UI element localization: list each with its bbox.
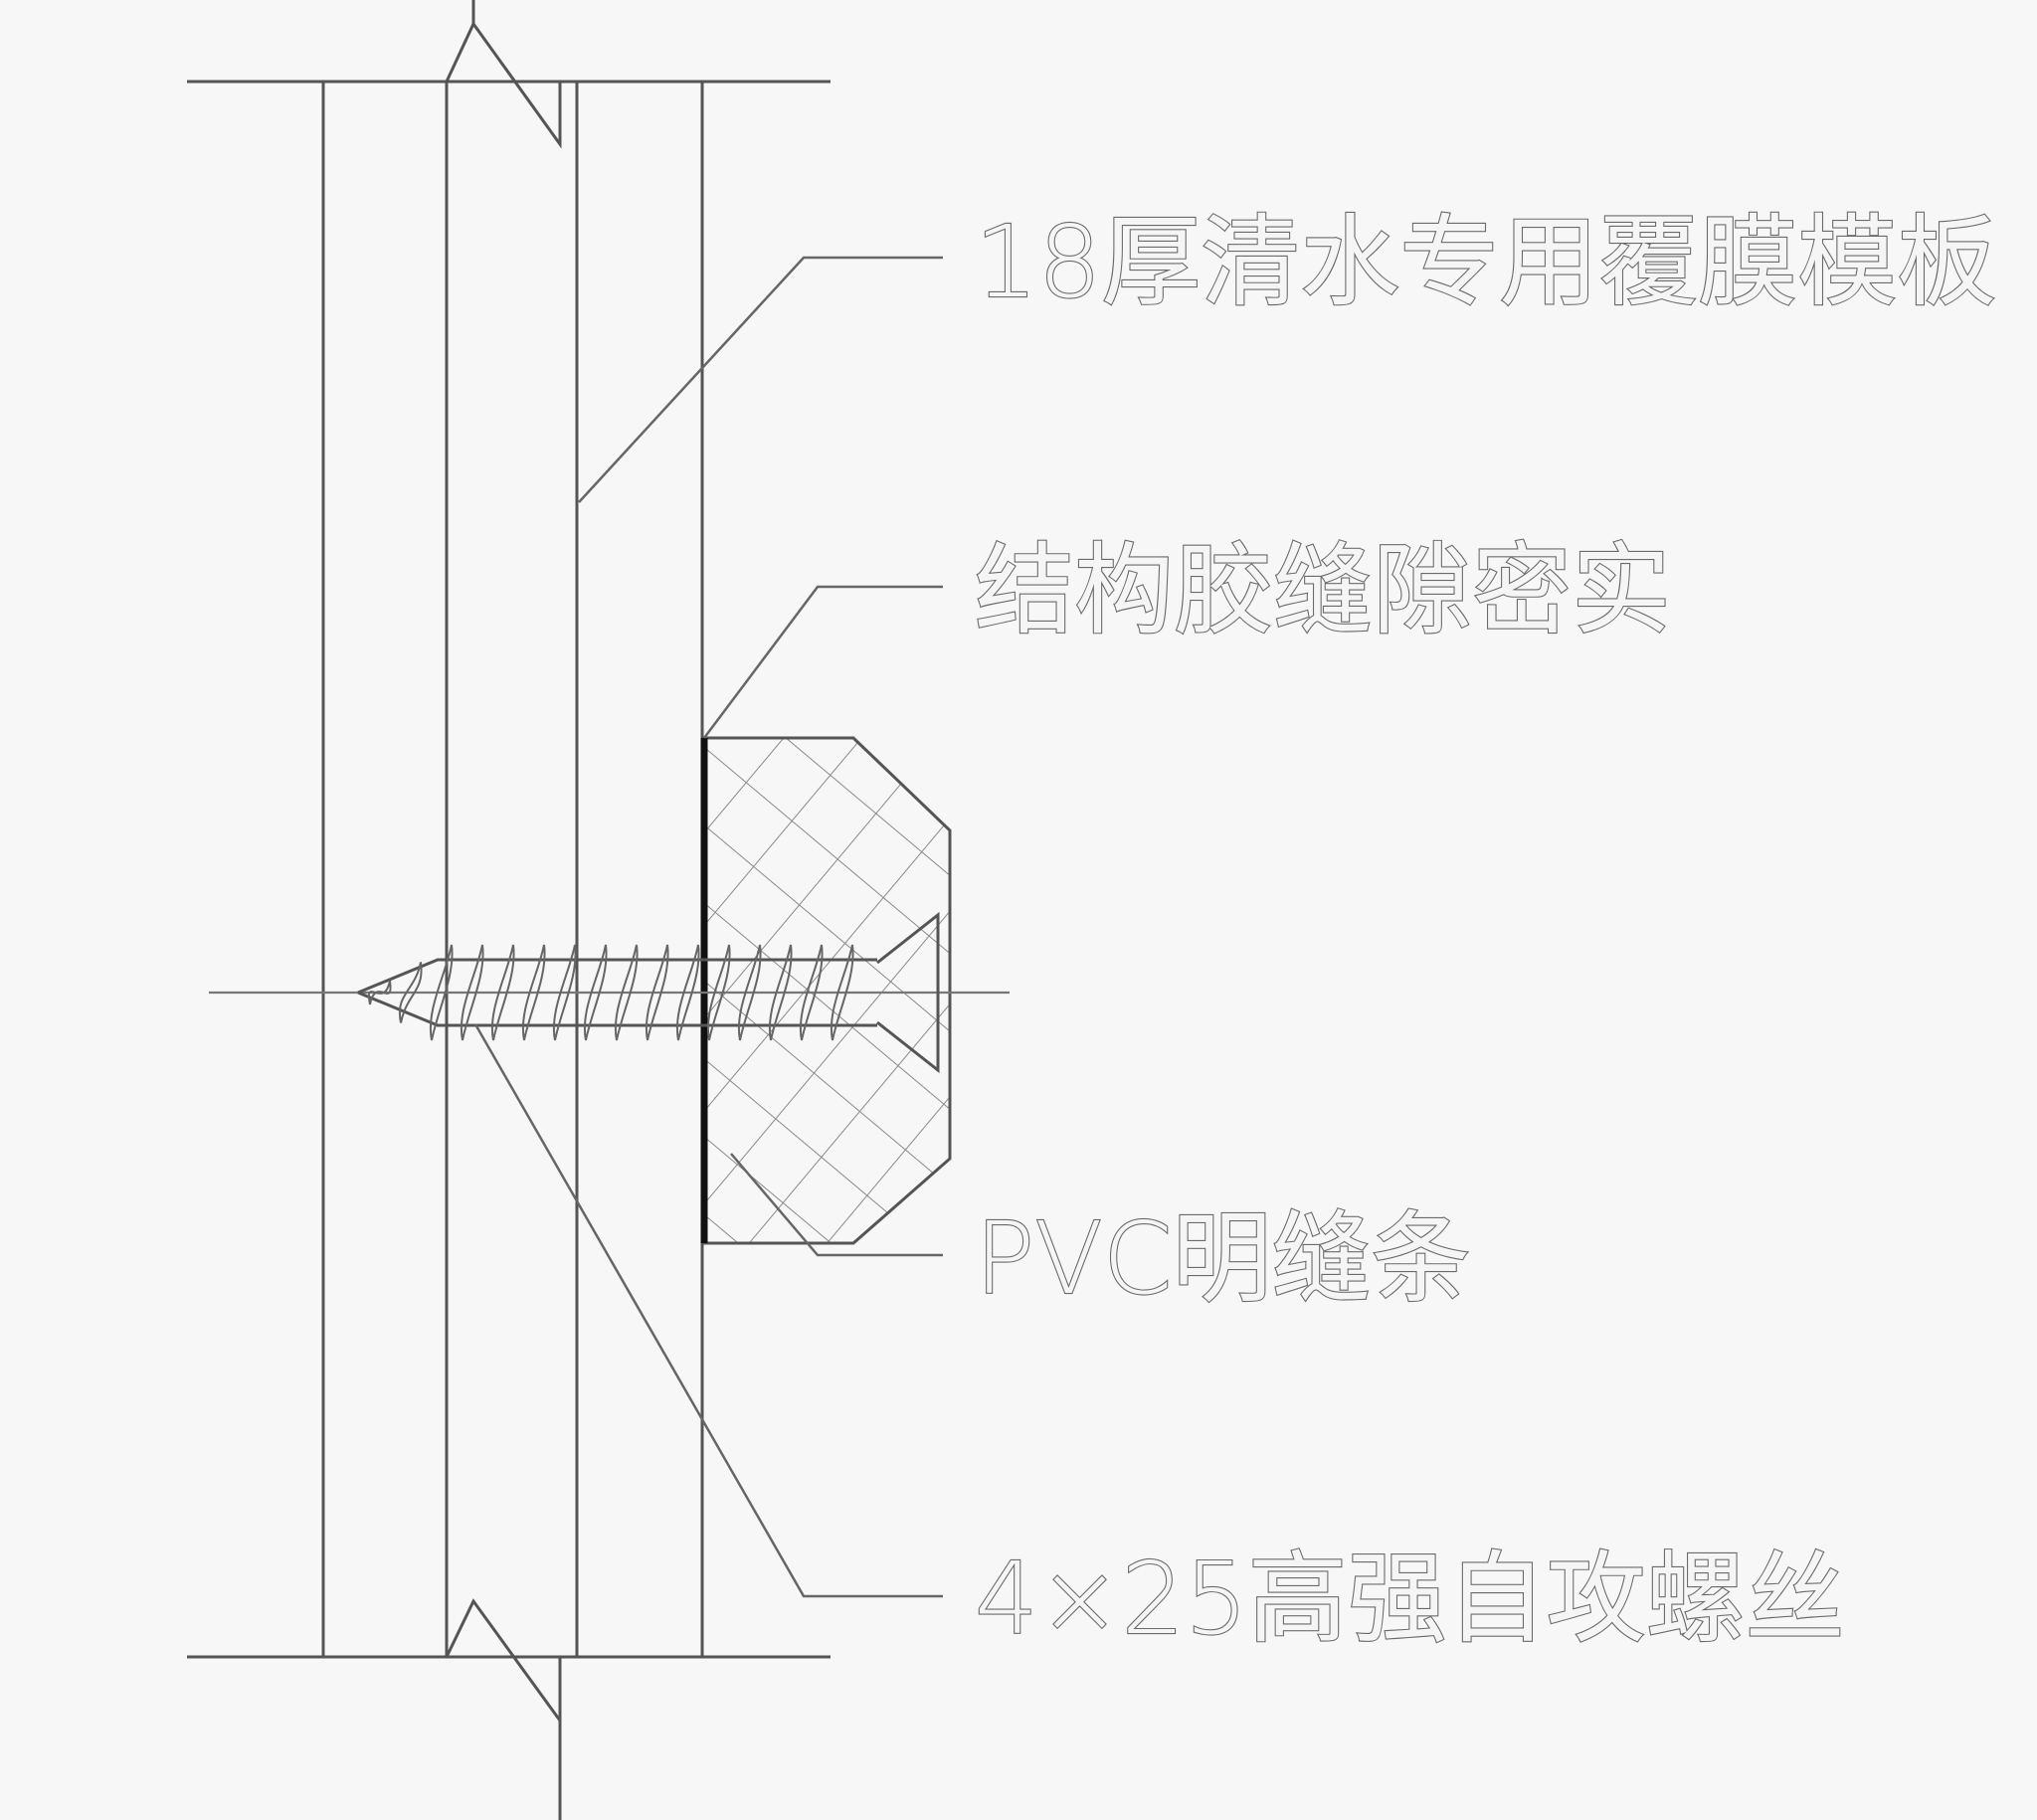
leader-pvc-strip [730, 1153, 943, 1257]
screw-threads [367, 944, 854, 1041]
screw-thread [737, 944, 762, 1041]
screw-thread [552, 944, 577, 1041]
screw-shank-bottom [357, 991, 877, 1027]
leader-formwork [578, 256, 943, 503]
pvc-strip-body [702, 736, 952, 1245]
screw-thread [490, 944, 515, 1041]
label-glue: 结构胶缝隙密实 [975, 532, 1671, 648]
screw-thread [367, 980, 392, 1005]
screw-thread [398, 962, 423, 1023]
self-tapping-screw [357, 911, 940, 1074]
screw-thread [521, 944, 546, 1041]
screw-thread [675, 944, 700, 1041]
screw-thread [429, 944, 454, 1041]
pvc-strip [700, 736, 952, 1245]
top-break-symbol [445, 21, 577, 149]
leader-glue [703, 585, 943, 739]
leader-screw [473, 1023, 943, 1598]
screw-thread [768, 944, 793, 1041]
screw-thread [830, 944, 854, 1041]
leader-lines [473, 256, 943, 1598]
label-pvc-strip: PVC明缝条 [975, 1200, 1471, 1317]
screw-thread [645, 944, 669, 1041]
screw-thread [614, 944, 639, 1041]
screw-thread [460, 944, 484, 1041]
screw-thread [583, 944, 608, 1041]
screw-thread [799, 944, 824, 1041]
label-screw: 4×25高强自攻螺丝 [975, 1541, 1845, 1657]
label-formwork: 18厚清水专用覆膜模板 [975, 204, 1996, 320]
screw-shank-top [357, 958, 877, 995]
screw-thread [706, 944, 731, 1041]
break-symbols [445, 0, 577, 1820]
